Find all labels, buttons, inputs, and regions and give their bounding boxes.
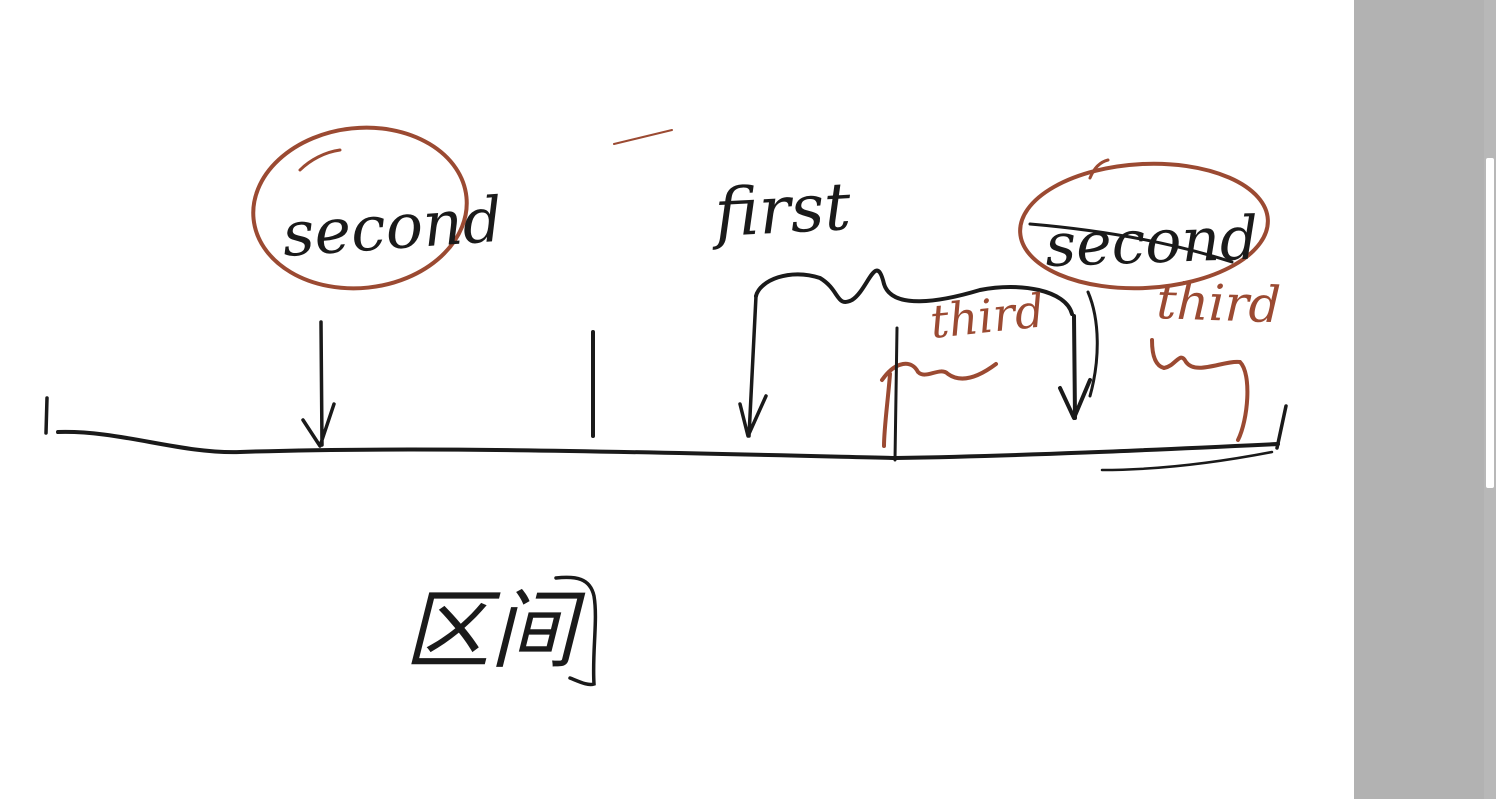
strike-second-right <box>1028 222 1234 264</box>
third-middle-drop <box>882 372 892 448</box>
first-squiggle <box>754 268 1074 316</box>
right-underline <box>1100 450 1274 472</box>
axis-start-tick <box>44 396 49 435</box>
circle-second-right <box>1018 161 1270 291</box>
axis-end-tick <box>1275 404 1288 450</box>
third-middle-bracket <box>880 361 998 382</box>
arrow-second-left <box>301 320 336 448</box>
stray-red-stroke <box>613 129 673 145</box>
label-third-right: third <box>1156 272 1282 334</box>
circle-second-left-tail <box>298 148 342 172</box>
arrow-first <box>738 294 768 438</box>
timeline-axis <box>56 429 1280 461</box>
second-right-hook <box>1086 290 1099 398</box>
circle-second-right-tail <box>1088 158 1110 180</box>
drawing-canvas[interactable]: second first second third third 区间 <box>0 0 1354 799</box>
label-bottom-note: 区间 <box>404 581 586 681</box>
third-right-bracket <box>1150 338 1250 442</box>
arrow-second-right <box>1058 314 1092 420</box>
label-first: first <box>708 168 853 252</box>
side-panel <box>1354 0 1484 799</box>
vertical-scrollbar[interactable] <box>1484 0 1496 799</box>
scrollbar-thumb[interactable] <box>1486 158 1494 488</box>
label-second-left: second <box>280 183 505 271</box>
label-third-middle: third <box>928 283 1047 349</box>
sketch-svg: second first second third third 区间 <box>44 125 1288 687</box>
third-middle-tick <box>893 326 899 462</box>
bottom-note-bracket <box>554 575 598 687</box>
circle-second-left <box>251 125 469 291</box>
